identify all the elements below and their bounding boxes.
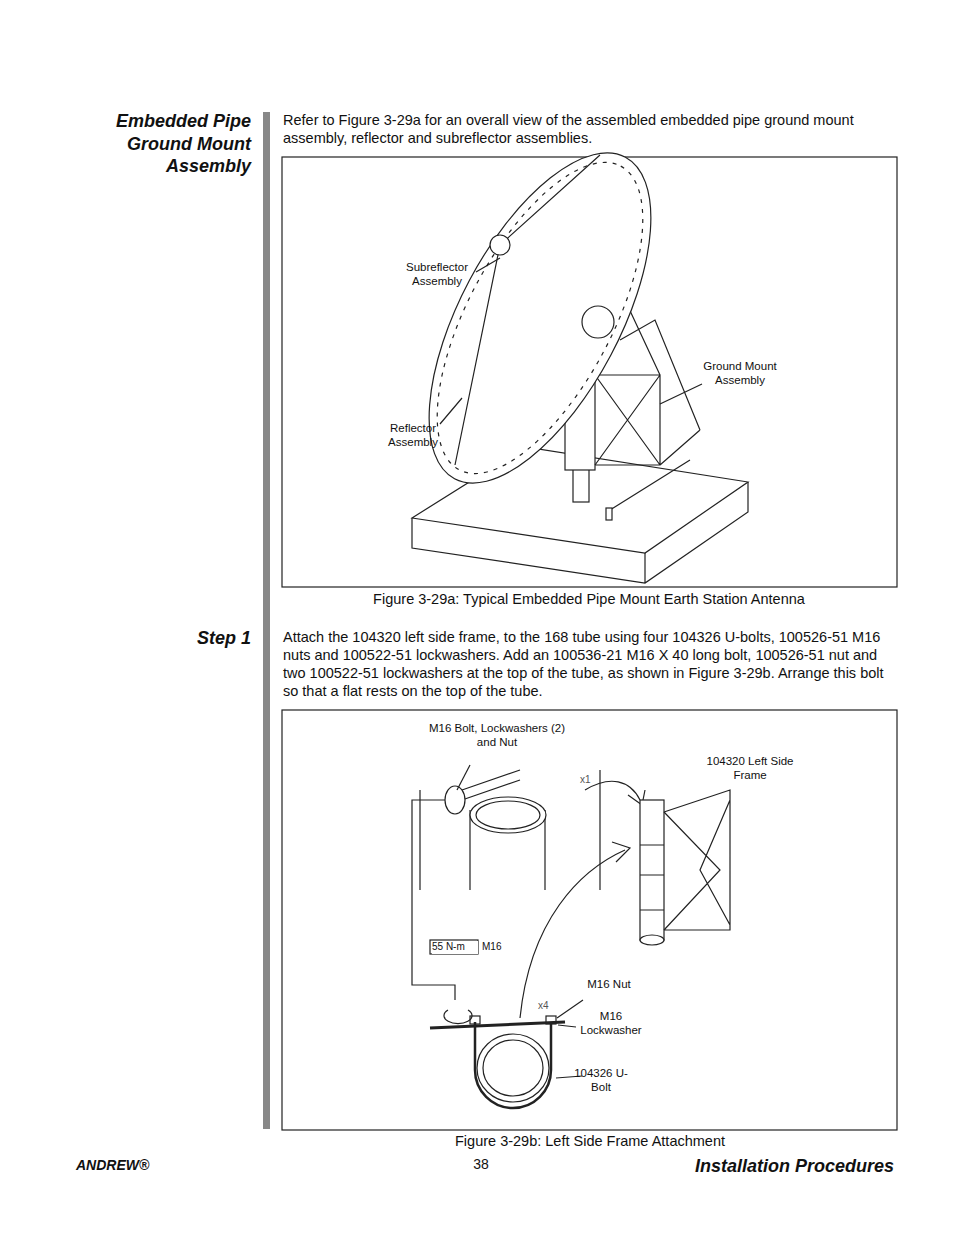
torque-value: 55 N-m: [432, 941, 478, 954]
part-label: M16 Lockwasher: [571, 1009, 651, 1038]
company-logo: ANDREW®: [76, 1157, 186, 1175]
quantity-mark: x4: [538, 1000, 558, 1013]
step-heading: Step 1: [101, 627, 251, 650]
part-label: 104326 U-Bolt: [571, 1066, 631, 1095]
callout-label: Subreflector Assembly: [392, 260, 482, 289]
body-text: Attach the 104320 left side frame, to th…: [283, 628, 891, 701]
callout-label: Reflector Assembly: [373, 421, 453, 450]
callout-label: M16 Bolt, Lockwashers (2) and Nut: [427, 721, 567, 750]
quantity-mark: x1: [580, 774, 600, 787]
figure-caption: Figure 3-29b: Left Side Frame Attachment: [390, 1132, 790, 1150]
page-number: 38: [461, 1156, 501, 1174]
callout-label: Ground Mount Assembly: [690, 359, 790, 388]
footer-title: Installation Procedures: [594, 1155, 894, 1178]
section-heading: Embedded Pipe Ground Mount Assembly: [76, 110, 251, 178]
body-text: Refer to Figure 3-29a for an overall vie…: [283, 111, 883, 147]
part-label: M16 Nut: [579, 977, 639, 991]
bolt-size: M16: [482, 941, 512, 954]
part-label: 104320 Left Side Frame: [695, 754, 805, 783]
figure-caption: Figure 3-29a: Typical Embedded Pipe Moun…: [309, 590, 869, 608]
